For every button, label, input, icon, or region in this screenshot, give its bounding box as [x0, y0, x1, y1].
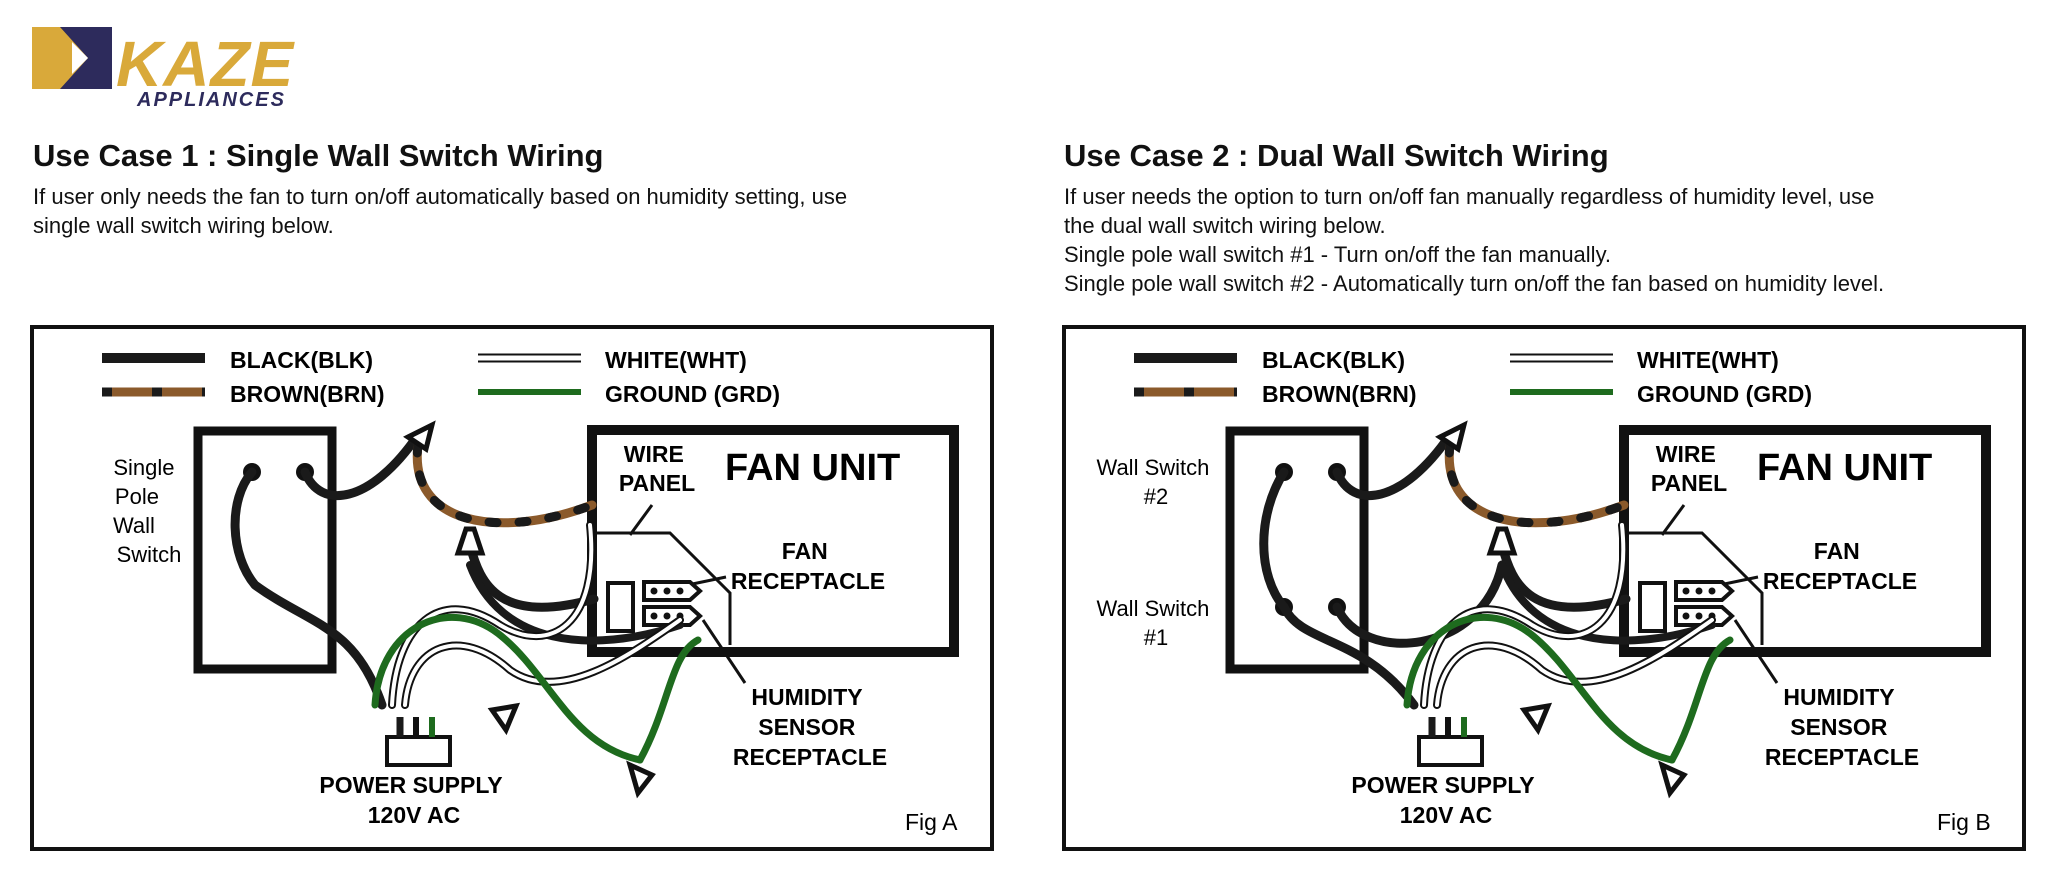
- fan-receptacle-connector: [642, 580, 703, 602]
- humidity-sensor-connector: [1674, 605, 1735, 627]
- wire-panel-pointer: [628, 504, 654, 536]
- switch-2-label: Wall Switch #2: [1097, 455, 1216, 509]
- description-line: the dual wall switch wiring below.: [1064, 213, 1386, 238]
- wire-panel-label: WIRE PANEL: [619, 441, 695, 496]
- fan-receptacle-connector: [1674, 580, 1735, 602]
- power-supply-label: POWER SUPPLY 120V AC: [319, 772, 508, 828]
- legend-black-label: BLACK(BLK): [230, 347, 373, 373]
- figure-caption: Fig B: [1937, 809, 1991, 835]
- power-supply-box: [1417, 735, 1484, 767]
- ground-wire: [371, 614, 644, 764]
- description-line: Single pole wall switch #1 - Turn on/off…: [1064, 242, 1612, 267]
- wall-switch-box: [1225, 426, 1369, 674]
- brown-wire-stripe: [412, 440, 597, 528]
- figure-caption: Fig A: [905, 809, 958, 835]
- fan-receptacle-label: FAN RECEPTACLE: [1763, 538, 1917, 594]
- description-line: single wall switch wiring below.: [33, 213, 334, 238]
- wire-nut: [403, 420, 436, 454]
- description-line: If user only needs the fan to turn on/of…: [33, 184, 848, 209]
- legend-brown-label: BROWN(BRN): [230, 381, 385, 407]
- diagram-frame: [1062, 325, 2026, 851]
- legend: BLACK(BLK) BROWN(BRN) WHITE(WHT) GROUND …: [102, 347, 780, 407]
- panel-slot: [1638, 581, 1667, 633]
- description-line: If user needs the option to turn on/off …: [1064, 184, 1875, 209]
- ground-wire: [1403, 614, 1676, 764]
- legend-black-label: BLACK(BLK): [1262, 347, 1405, 373]
- legend-brown-label: BROWN(BRN): [1262, 381, 1417, 407]
- wiring-diagram-fig-b: BLACK(BLK) BROWN(BRN) WHITE(WHT) GROUND …: [1062, 325, 2026, 851]
- humidity-pointer: [701, 619, 747, 684]
- black-wire-loop-switches: [1259, 467, 1289, 612]
- use-case-2-title: Use Case 2 : Dual Wall Switch Wiring: [1064, 138, 1609, 173]
- wire-panel-label: WIRE PANEL: [1651, 441, 1727, 496]
- wire-panel-pointer: [1660, 504, 1686, 536]
- switch-label: Single Pole Wall Switch: [113, 455, 181, 567]
- black-wire-nut-to-fan: [1497, 540, 1631, 612]
- wires: [230, 430, 702, 764]
- humidity-pointer: [1733, 619, 1779, 684]
- use-case-1: Use Case 1 : Single Wall Switch Wiring I…: [33, 138, 1023, 240]
- logo-subtitle: APPLIANCES: [136, 89, 286, 111]
- ground-wire-2: [636, 636, 702, 764]
- wire-nut: [1435, 420, 1468, 454]
- black-wire-switch2-to-nut: [1332, 430, 1455, 500]
- description-line: Single pole wall switch #2 - Automatical…: [1064, 271, 1885, 296]
- legend-ground-label: GROUND (GRD): [1637, 381, 1812, 407]
- power-supply-label: POWER SUPPLY 120V AC: [1351, 772, 1540, 828]
- wire-nut: [487, 702, 521, 736]
- use-case-2-description: If user needs the option to turn on/off …: [1064, 182, 2048, 298]
- humidity-sensor-label: HUMIDITY SENSOR RECEPTACLE: [733, 684, 887, 770]
- black-wire-nut-to-fan: [465, 540, 599, 612]
- panel-slot: [606, 581, 635, 633]
- kaze-logo: KAZE APPLIANCES: [32, 27, 296, 111]
- humidity-sensor-connector: [642, 605, 703, 627]
- power-supply-box: [385, 735, 452, 767]
- brown-wire: [412, 440, 597, 528]
- use-case-1-description: If user only needs the fan to turn on/of…: [33, 182, 1023, 240]
- fan-unit-label: FAN UNIT: [725, 447, 900, 489]
- humidity-sensor-label: HUMIDITY SENSOR RECEPTACLE: [1765, 684, 1919, 770]
- fan-receptacle-label: FAN RECEPTACLE: [731, 538, 885, 594]
- fan-unit-box: [1619, 425, 1991, 657]
- brown-wire: [1444, 440, 1629, 528]
- black-wire-switch1-to-fan: [1332, 560, 1507, 648]
- legend-ground-label: GROUND (GRD): [605, 381, 780, 407]
- wire-nut: [626, 760, 656, 799]
- wiring-diagram-fig-a: BLACK(BLK) BROWN(BRN) WHITE(WHT) GROUND …: [30, 325, 994, 851]
- logo-name: KAZE: [116, 28, 296, 100]
- diagram-frame: [30, 325, 994, 851]
- legend: BLACK(BLK) BROWN(BRN) WHITE(WHT) GROUND …: [1134, 347, 1812, 407]
- white-wire-inner: [390, 523, 594, 707]
- white-wire-2-inner: [403, 618, 682, 707]
- wires: [1259, 430, 1734, 764]
- legend-white-label: WHITE(WHT): [1637, 347, 1779, 373]
- black-wire-switch-to-fan: [230, 467, 387, 710]
- legend-white-label: WHITE(WHT): [605, 347, 747, 373]
- wire-nut: [1486, 526, 1518, 556]
- wire-nut: [454, 526, 486, 556]
- brown-wire-stripe: [1444, 440, 1629, 528]
- use-case-1-title: Use Case 1 : Single Wall Switch Wiring: [33, 138, 604, 173]
- ground-wire-2: [1668, 636, 1734, 764]
- black-wire-switch1-to-power: [1279, 602, 1419, 710]
- switch-1-label: Wall Switch #1: [1097, 596, 1216, 650]
- white-wire-2-inner: [1435, 618, 1714, 707]
- fan-unit-label: FAN UNIT: [1757, 447, 1932, 489]
- black-wire-switch-to-nut: [300, 430, 423, 500]
- white-wire-inner: [1422, 523, 1626, 707]
- wire-nut: [1658, 760, 1688, 799]
- wire-nut: [1519, 702, 1553, 736]
- use-case-2: Use Case 2 : Dual Wall Switch Wiring If …: [1064, 138, 2048, 298]
